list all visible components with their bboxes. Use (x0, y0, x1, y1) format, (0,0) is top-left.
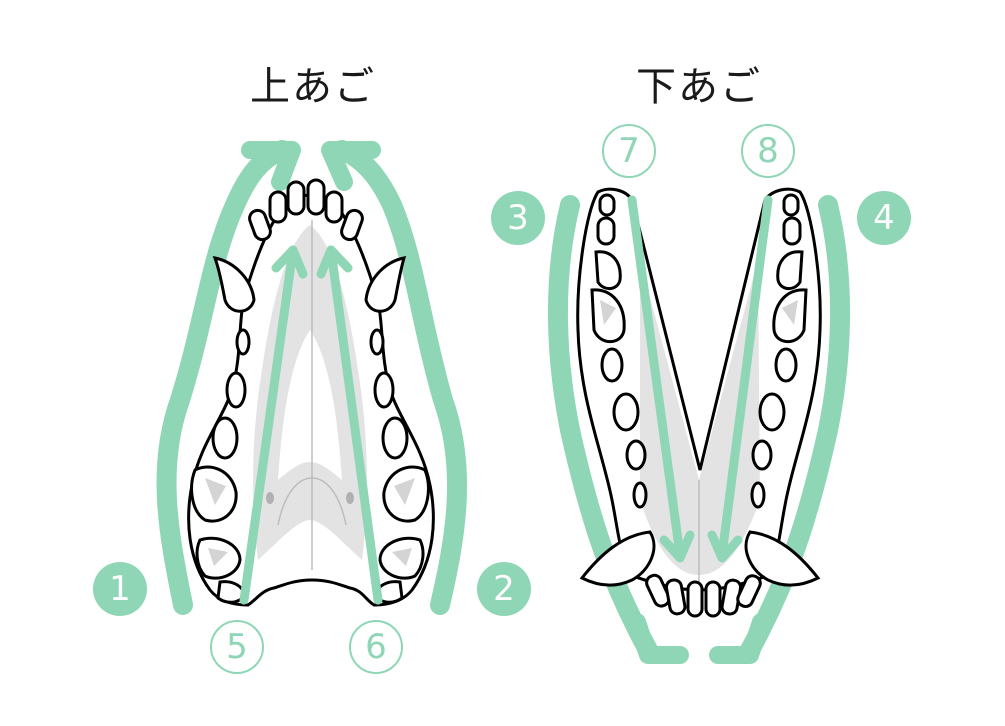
arrow-2-path (332, 140, 468, 615)
upper-jaw (156, 140, 468, 615)
arrow-3-head (628, 613, 689, 664)
arrow-5-path (239, 245, 298, 605)
upper-incisors (248, 178, 364, 242)
step-badge-6: 6 (349, 620, 403, 674)
upper-palate-inner (278, 330, 342, 480)
step-badge-5: 5 (210, 620, 264, 674)
arrow-1-path (156, 140, 292, 615)
upper-jaw-title: 上あご (250, 64, 376, 110)
lower-canine-left (579, 530, 656, 587)
arrow-8-head (707, 530, 743, 563)
lower-teeth-left (590, 193, 648, 509)
arrow-4-path (740, 195, 850, 660)
upper-rugae (277, 477, 347, 526)
step-badge-3: 3 (491, 191, 545, 245)
lower-jaw (548, 187, 850, 664)
step-badge-7: 7 (602, 124, 656, 178)
arrow-6-head (316, 245, 353, 279)
arrow-1-head (241, 141, 301, 191)
arrow-7-path (627, 195, 685, 560)
step-badge-1: 1 (93, 562, 147, 616)
arrow-2-head (321, 141, 381, 191)
lower-canine-right (744, 530, 821, 587)
arrow-5-head (271, 245, 308, 279)
upper-canine-right (364, 256, 407, 313)
arrow-6-path (326, 245, 383, 605)
arrow-8-path (717, 195, 773, 560)
arrow-4-head (709, 613, 770, 664)
lower-teeth-right (750, 193, 808, 509)
lower-incisors (645, 573, 762, 618)
arrow-7-head (659, 530, 695, 563)
step-badge-2: 2 (477, 562, 531, 616)
step-badge-8: 8 (741, 124, 795, 178)
upper-canine-left (212, 256, 256, 313)
lower-jaw-title: 下あご (636, 64, 762, 110)
step-badge-4: 4 (857, 191, 911, 245)
